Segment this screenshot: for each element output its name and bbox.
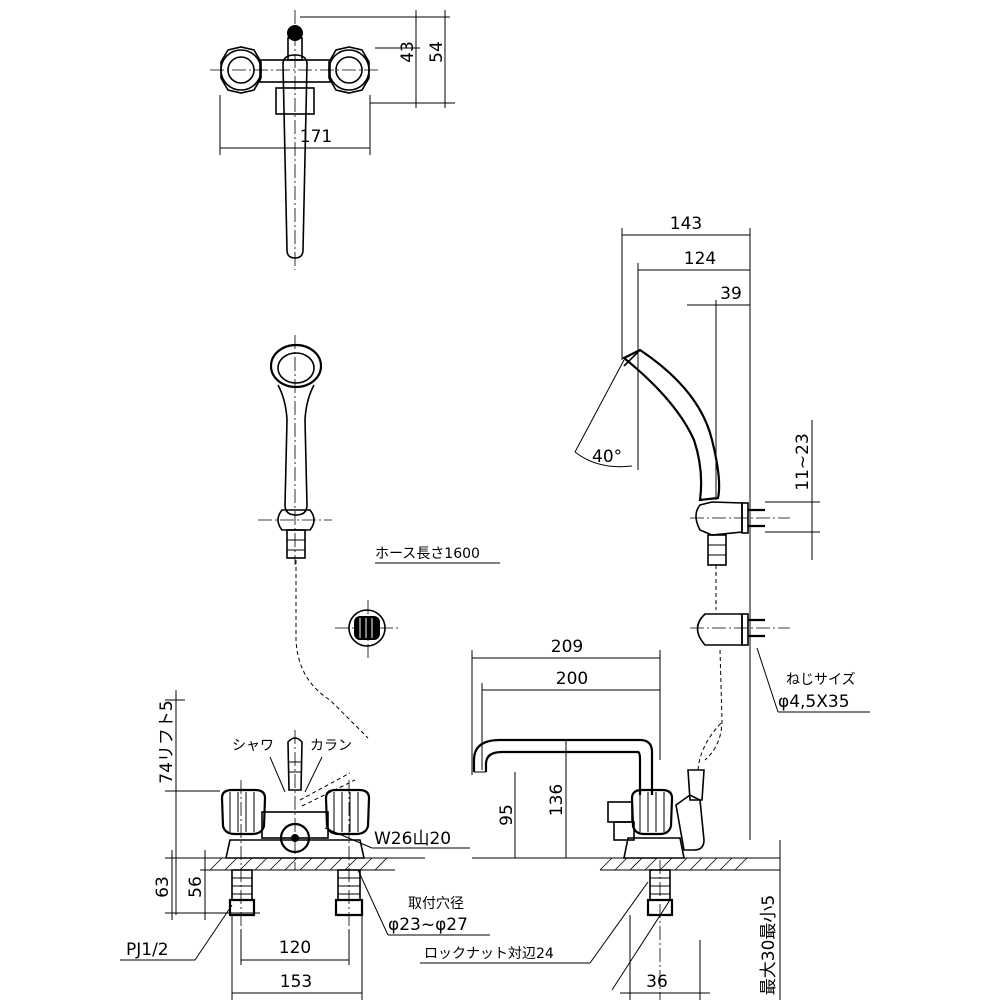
- shower-label: シャワ: [232, 738, 274, 754]
- dim-54: 54: [427, 41, 447, 63]
- faucet-label: カラン: [310, 738, 352, 754]
- dim-124: 124: [684, 249, 716, 269]
- dim-63: 63: [153, 876, 173, 898]
- hole-diameter: φ23~φ27: [388, 915, 468, 935]
- dim-209: 209: [551, 637, 583, 657]
- dim-143: 143: [670, 214, 702, 234]
- dim-153: 153: [280, 972, 312, 992]
- angle-40: 40°: [592, 447, 622, 467]
- dim-lift: 74リフト5: [157, 700, 177, 783]
- dim-43: 43: [398, 41, 418, 63]
- dim-136: 136: [547, 784, 567, 816]
- hose-length-callout: ホース長さ1600: [375, 546, 500, 564]
- dim-120: 120: [279, 938, 311, 958]
- dim-56: 56: [186, 876, 206, 898]
- screw-size-label: ねじサイズ: [786, 672, 856, 688]
- locknut-label: ロックナット対辺24: [424, 946, 554, 962]
- hose-length-label: ホース長さ1600: [375, 546, 480, 562]
- shower-head-front: [258, 335, 369, 739]
- dim-171: 171: [300, 127, 332, 147]
- hole-label: 取付穴径: [408, 896, 464, 912]
- side-view: 209 200: [420, 637, 781, 1000]
- dim-39: 39: [720, 284, 742, 304]
- pj-label: PJ1/2: [126, 940, 169, 960]
- dim-200: 200: [556, 669, 588, 689]
- screw-size-value: φ4,5X35: [778, 692, 850, 712]
- dim-95: 95: [497, 804, 517, 826]
- top-view: 171 43 54: [210, 10, 455, 270]
- dim-36: 36: [646, 972, 668, 992]
- shower-head-side: 143 124 39 40° 11~23 ねじサイ: [574, 214, 870, 840]
- hose-section-detail: [335, 600, 400, 660]
- dim-11-23: 11~23: [793, 433, 813, 491]
- thread-label: W26山20: [374, 829, 451, 849]
- front-view: 74リフト5 シャワ カラン W26山20: [120, 690, 490, 1000]
- max-min-label: 最大30最小5: [759, 895, 779, 995]
